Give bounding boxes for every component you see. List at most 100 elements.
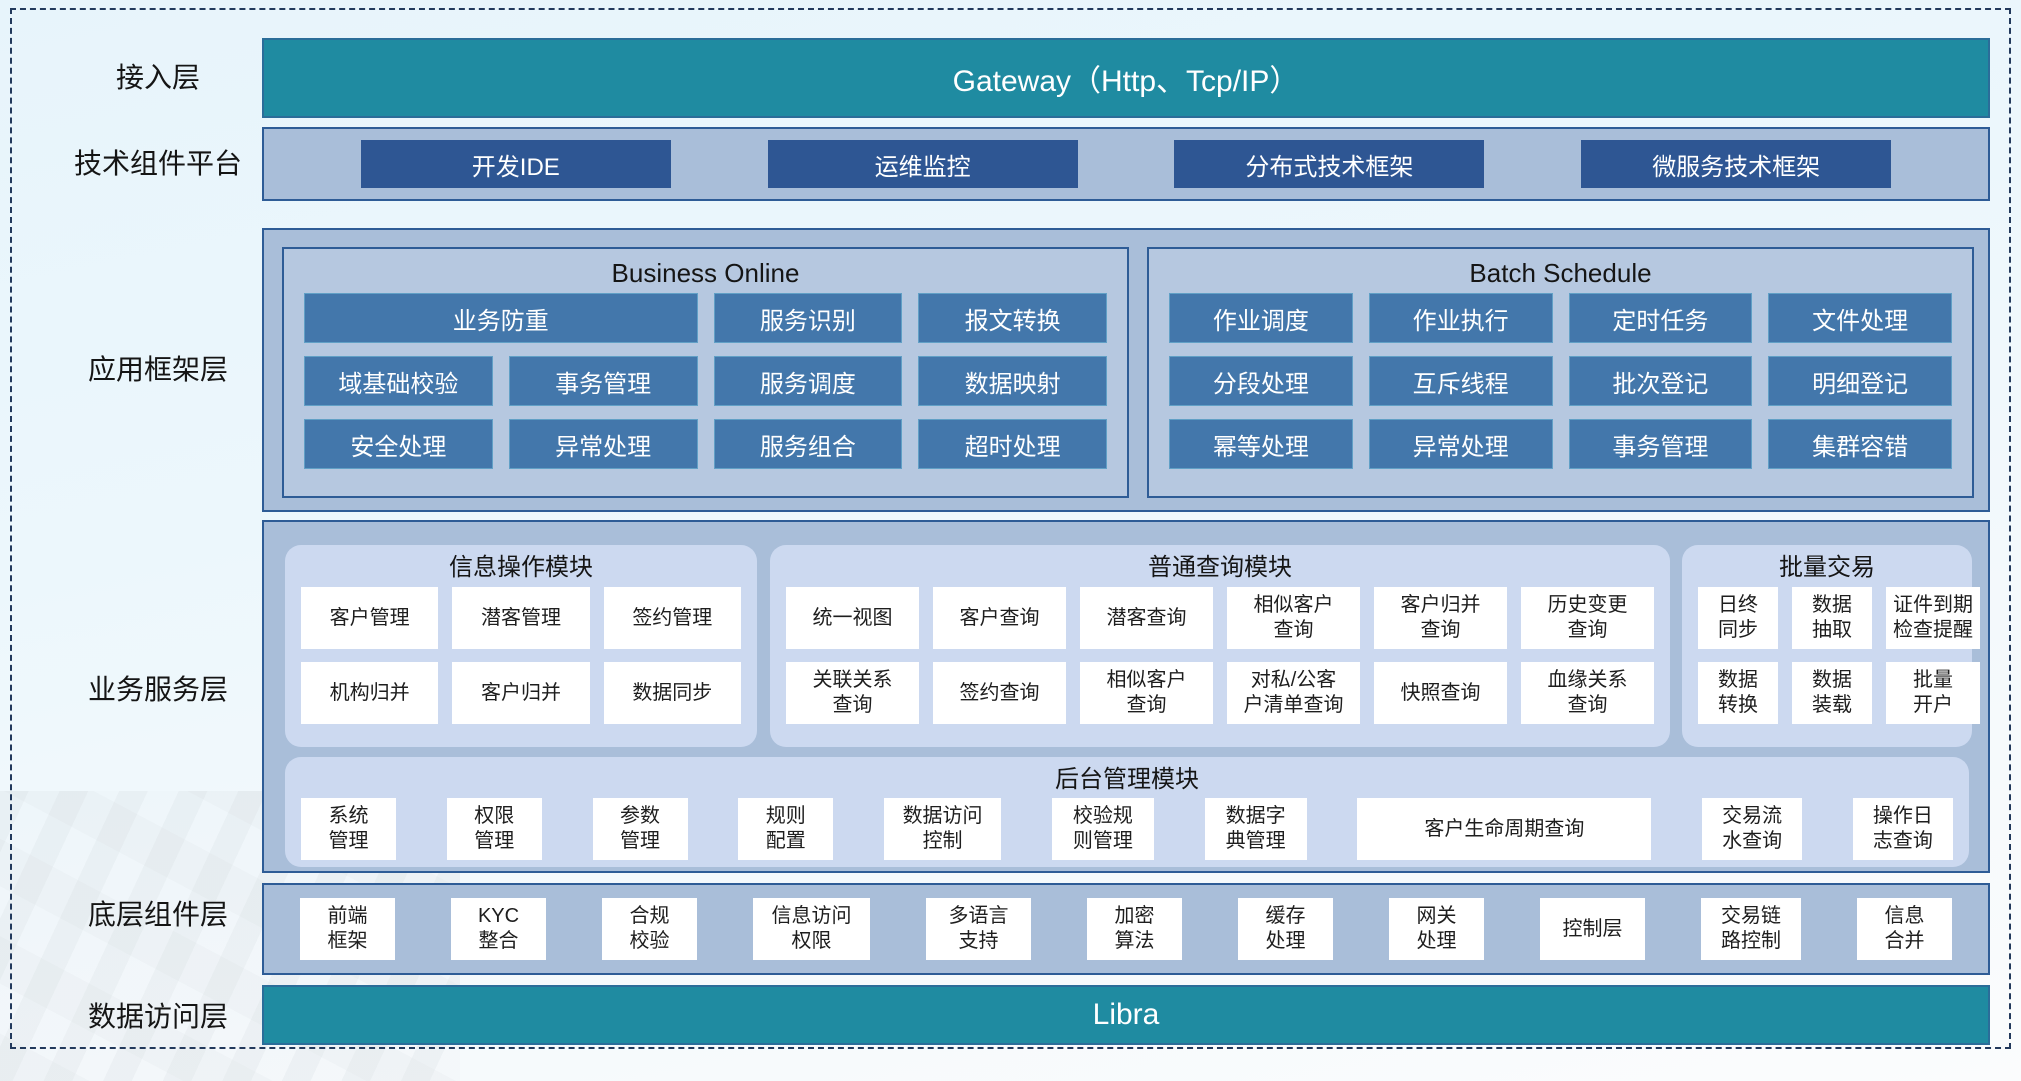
batch-trade-box: 数据 抽取 (1792, 587, 1872, 649)
batch-schedule-box: 互斥线程 (1368, 356, 1553, 406)
admin-module-title: 后台管理模块 (1055, 766, 1199, 793)
base-component-box: 合规 校验 (602, 898, 697, 960)
query-module-box: 统一视图 (786, 587, 919, 649)
batch-schedule-box: 定时任务 (1568, 293, 1753, 343)
info-module-box: 签约管理 (603, 587, 741, 649)
business-online-panel: Business Online 业务防重服务识别报文转换域基础校验事务管理服务调… (282, 247, 1129, 498)
batch-trade-box: 批量 开户 (1886, 662, 1980, 724)
base-component-box: 信息 合并 (1857, 898, 1952, 960)
business-service-container: 信息操作模块 客户管理潜客管理签约管理机构归并客户归并数据同步 普通查询模块 统… (262, 520, 1990, 873)
business-online-box: 业务防重 (304, 293, 698, 343)
batch-schedule-box: 文件处理 (1768, 293, 1952, 343)
business-online-box: 报文转换 (918, 293, 1107, 343)
base-component-box: 网关 处理 (1389, 898, 1484, 960)
admin-module-panel: 后台管理模块 系统 管理权限 管理参数 管理规则 配置数据访问 控制校验规 则管… (285, 757, 1969, 867)
query-module-grid: 统一视图客户查询潜客查询相似客户 查询客户归并 查询历史变更 查询关联关系 查询… (770, 585, 1670, 724)
batch-schedule-grid: 作业调度作业执行定时任务文件处理分段处理互斥线程批次登记明细登记幂等处理异常处理… (1149, 291, 1972, 469)
layer-label-data-access: 数据访问层 (87, 1001, 228, 1032)
base-component-box: KYC 整合 (451, 898, 546, 960)
base-component-box: 多语言 支持 (926, 898, 1031, 960)
tech-platform-box: 开发IDE (360, 140, 671, 188)
gateway-bar: Gateway（Http、Tcp/IP） (262, 38, 1990, 118)
batch-schedule-title: Batch Schedule (1469, 258, 1652, 288)
batch-schedule-box: 幂等处理 (1169, 419, 1353, 469)
query-module-box: 对私/公客 户清单查询 (1227, 662, 1360, 724)
info-module-box: 客户管理 (301, 587, 439, 649)
query-module-box: 客户查询 (933, 587, 1066, 649)
base-component-box: 控制层 (1540, 898, 1645, 960)
libra-bar: Libra (262, 985, 1990, 1045)
business-online-box: 服务调度 (713, 356, 903, 406)
base-component-box: 交易链 路控制 (1701, 898, 1801, 960)
admin-module-box: 校验规 则管理 (1051, 798, 1154, 860)
info-module-title: 信息操作模块 (449, 554, 593, 581)
batch-schedule-box: 集群容错 (1768, 419, 1952, 469)
business-online-box: 服务识别 (713, 293, 903, 343)
info-module-panel: 信息操作模块 客户管理潜客管理签约管理机构归并客户归并数据同步 (285, 545, 757, 747)
batch-schedule-box: 明细登记 (1768, 356, 1952, 406)
admin-module-box: 权限 管理 (446, 798, 542, 860)
admin-module-box: 数据字 典管理 (1204, 798, 1307, 860)
business-online-box: 域基础校验 (304, 356, 493, 406)
business-online-box: 异常处理 (508, 419, 698, 469)
info-module-grid: 客户管理潜客管理签约管理机构归并客户归并数据同步 (285, 585, 757, 724)
base-component-box: 信息访问 权限 (753, 898, 870, 960)
business-online-box: 数据映射 (918, 356, 1107, 406)
business-online-box: 超时处理 (918, 419, 1107, 469)
layer-label-base-components: 底层组件层 (87, 899, 228, 930)
query-module-box: 潜客查询 (1080, 587, 1213, 649)
app-framework-container: Business Online 业务防重服务识别报文转换域基础校验事务管理服务调… (262, 228, 1990, 512)
admin-module-box: 客户生命周期查询 (1357, 798, 1652, 860)
query-module-panel: 普通查询模块 统一视图客户查询潜客查询相似客户 查询客户归并 查询历史变更 查询… (770, 545, 1670, 747)
info-module-box: 客户归并 (452, 662, 590, 724)
batch-schedule-box: 事务管理 (1568, 419, 1753, 469)
query-module-title: 普通查询模块 (1148, 554, 1292, 581)
base-component-box: 加密 算法 (1087, 898, 1182, 960)
tech-platform-box: 微服务技术框架 (1581, 140, 1892, 188)
admin-module-box: 数据访问 控制 (884, 798, 1002, 860)
admin-module-box: 规则 配置 (738, 798, 834, 860)
batch-trade-box: 数据 装载 (1792, 662, 1872, 724)
admin-module-box: 操作日 志查询 (1852, 798, 1953, 860)
layer-label-app-framework: 应用框架层 (87, 354, 228, 385)
batch-trade-box: 日终 同步 (1698, 587, 1778, 649)
query-module-box: 签约查询 (933, 662, 1066, 724)
info-module-box: 潜客管理 (452, 587, 590, 649)
batch-schedule-panel: Batch Schedule 作业调度作业执行定时任务文件处理分段处理互斥线程批… (1147, 247, 1974, 498)
business-online-box: 事务管理 (508, 356, 698, 406)
info-module-box: 数据同步 (603, 662, 741, 724)
batch-schedule-box: 作业调度 (1169, 293, 1353, 343)
batch-trade-box: 数据 转换 (1698, 662, 1778, 724)
business-online-grid: 业务防重服务识别报文转换域基础校验事务管理服务调度数据映射安全处理异常处理服务组… (284, 291, 1127, 469)
tech-platform-box: 运维监控 (767, 140, 1078, 188)
admin-module-box: 参数 管理 (592, 798, 688, 860)
base-component-box: 缓存 处理 (1238, 898, 1333, 960)
batch-trade-grid: 日终 同步数据 抽取证件到期 检查提醒数据 转换数据 装载批量 开户 (1682, 585, 1980, 724)
info-module-box: 机构归并 (301, 662, 439, 724)
base-components-container: 前端 框架 KYC 整合合规 校验信息访问 权限多语言 支持加密 算法缓存 处理网… (262, 883, 1990, 975)
business-online-box: 服务组合 (713, 419, 903, 469)
batch-schedule-box: 异常处理 (1368, 419, 1553, 469)
batch-schedule-box: 分段处理 (1169, 356, 1353, 406)
layer-label-access: 接入层 (115, 62, 200, 93)
query-module-box: 快照查询 (1374, 662, 1507, 724)
business-online-title: Business Online (611, 258, 800, 288)
tech-platform-container: 开发IDE 运维监控 分布式技术框架 微服务技术框架 (262, 127, 1990, 201)
batch-schedule-box: 批次登记 (1568, 356, 1753, 406)
batch-trade-panel: 批量交易 日终 同步数据 抽取证件到期 检查提醒数据 转换数据 装载批量 开户 (1682, 545, 1980, 747)
business-online-box: 安全处理 (304, 419, 493, 469)
batch-schedule-box: 作业执行 (1368, 293, 1553, 343)
admin-module-box: 交易流 水查询 (1702, 798, 1803, 860)
admin-module-box: 系统 管理 (301, 798, 396, 860)
base-component-box: 前端 框架 (300, 898, 395, 960)
layer-label-tech-platform: 技术组件平台 (73, 148, 242, 179)
query-module-box: 相似客户 查询 (1227, 587, 1360, 649)
tech-platform-box: 分布式技术框架 (1174, 140, 1485, 188)
query-module-box: 客户归并 查询 (1374, 587, 1507, 649)
admin-module-row: 系统 管理权限 管理参数 管理规则 配置数据访问 控制校验规 则管理数据字 典管… (285, 797, 1969, 861)
query-module-box: 相似客户 查询 (1080, 662, 1213, 724)
batch-trade-box: 证件到期 检查提醒 (1886, 587, 1980, 649)
query-module-box: 历史变更 查询 (1521, 587, 1654, 649)
batch-trade-title: 批量交易 (1779, 554, 1875, 581)
